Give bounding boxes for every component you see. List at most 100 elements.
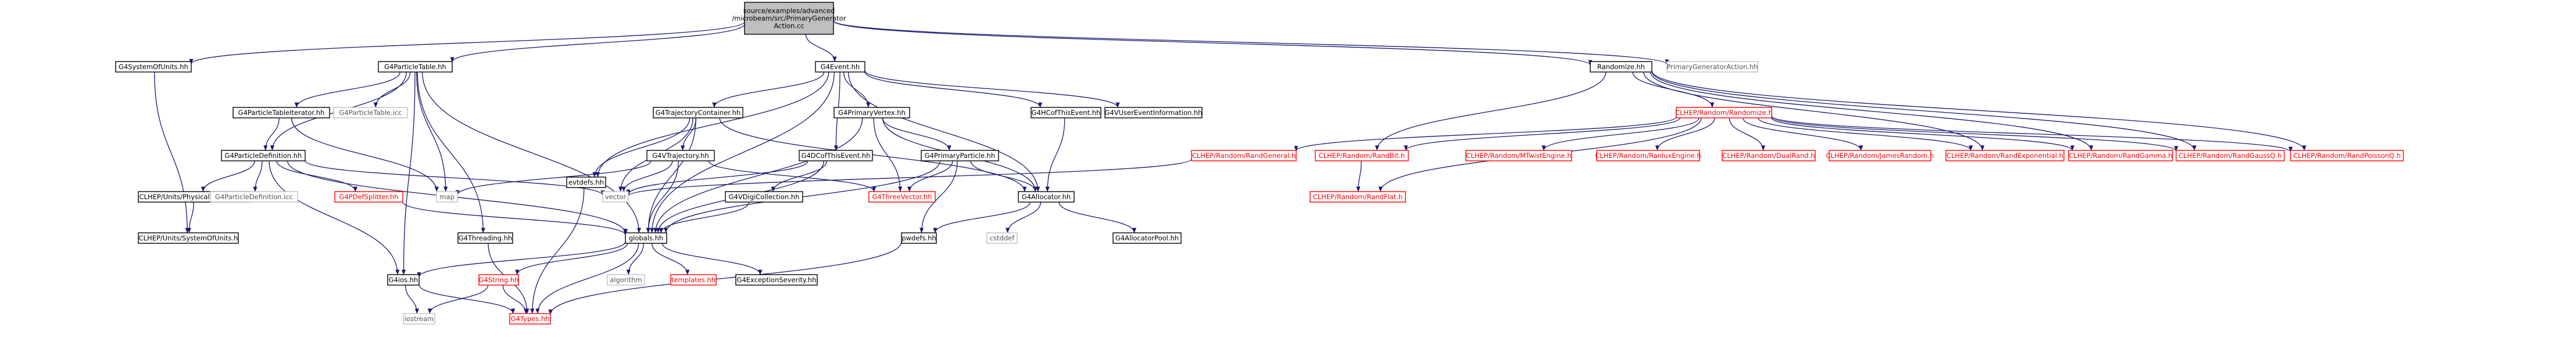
node-jamesrand[interactable]: CLHEP/Random/JamesRandom.h [1826, 150, 1934, 161]
edge-globals-to-g4types [535, 243, 639, 314]
node-cstddef-label: cstddef [990, 234, 1015, 242]
node-randpoisson-label: CLHEP/Random/RandPoissonQ.h [2293, 152, 2400, 160]
node-globals[interactable]: globals.hh [625, 232, 667, 244]
node-cstddef[interactable]: cstddef [986, 232, 1018, 244]
node-g4vuserinfo[interactable]: G4VUserEventInformation.hh [1104, 107, 1203, 118]
node-vector[interactable]: vector [602, 191, 629, 203]
node-g4event[interactable]: G4Event.hh [815, 61, 865, 73]
node-g4types[interactable]: G4Types.hh [509, 313, 551, 325]
node-iostream[interactable]: iostream [403, 313, 435, 325]
node-g4trajcont[interactable]: G4TrajectoryContainer.hh [653, 107, 743, 118]
node-dualrand[interactable]: CLHEP/Random/DualRand.h [1722, 150, 1816, 161]
node-mtwist-box [1465, 150, 1572, 161]
node-g4threevec[interactable]: G4ThreeVector.hh [868, 191, 936, 203]
node-randomize-box [1590, 61, 1652, 73]
node-g4hcofthis[interactable]: G4HCofThisEvent.hh [1031, 107, 1101, 118]
node-randbit[interactable]: CLHEP/Random/RandBit.h [1315, 150, 1409, 161]
node-g4vdigicoll-label: G4VDigiCollection.hh [729, 193, 800, 201]
edge-randomize-to-randpoisson [1651, 70, 2306, 151]
node-randpoisson[interactable]: CLHEP/Random/RandPoissonQ.h [2290, 150, 2404, 161]
edge-g4trajcont-to-g4vtraj [681, 117, 697, 151]
node-pgaction[interactable]: PrimaryGeneratorAction.hh [1666, 61, 1758, 73]
node-randpoisson-box [2290, 150, 2404, 161]
edge-randomize-to-randgamma [1650, 71, 2094, 151]
edge-pwdefs-to-g4types [548, 242, 902, 315]
node-g4ptableicc-label: G4ParticleTable.icc [339, 109, 402, 117]
node-randomize[interactable]: Randomize.hh [1590, 61, 1652, 73]
node-g4vtraj-label: G4VTrajectory.hh [652, 152, 709, 160]
node-g4vdigicoll[interactable]: G4VDigiCollection.hh [725, 191, 803, 203]
node-g4ptableiter-label: G4ParticleTableIterator.hh [238, 109, 325, 117]
node-g4trajcont-label: G4TrajectoryContainer.hh [656, 109, 740, 117]
node-g4pdefsplit[interactable]: G4PDefSplitter.hh [334, 191, 403, 203]
node-g4dcofthis[interactable]: G4DCofThisEvent.hh [799, 150, 873, 161]
edge-g4ptable-to-g4ptableiter [294, 71, 400, 108]
edge-g4ptable-to-g4threading [417, 71, 485, 233]
node-pwdefs[interactable]: pwdefs.hh [901, 232, 937, 244]
node-g4primparticle[interactable]: G4PrimaryParticle.hh [921, 150, 999, 161]
node-g4primvertex[interactable]: G4PrimaryVertex.hh [833, 107, 910, 118]
edge-g4trajcont-to-globals [646, 117, 696, 233]
node-g4pdeficc[interactable]: G4ParticleDefinition.icc [210, 191, 298, 203]
node-g4allocpool-label: G4AllocatorPool.hh [1115, 234, 1179, 242]
edge-clheprandomize-to-ranluxe [1655, 117, 1715, 151]
node-ranluxe-box [1596, 150, 1700, 161]
edge-clheprandomize-to-randexp [1758, 117, 1973, 151]
edge-physconst-to-clhepsysunits [187, 201, 194, 233]
node-mtwist[interactable]: CLHEP/Random/MTwistEngine.h [1465, 150, 1572, 161]
node-g4string[interactable]: G4String.hh [478, 274, 519, 286]
edge-g4event-to-evtdefs [595, 71, 829, 178]
node-map[interactable]: map [436, 191, 458, 203]
node-randgaussq[interactable]: CLHEP/Random/RandGaussQ.h [2176, 150, 2285, 161]
node-randgeneral[interactable]: CLHEP/Random/RandGeneral.h [1191, 150, 1297, 161]
node-g4sysunits[interactable]: G4SystemOfUnits.hh [115, 61, 192, 73]
edge-g4ptable-to-g4ptableicc [373, 71, 411, 108]
node-clheprandomize-box [1676, 107, 1772, 118]
node-randflat[interactable]: CLHEP/Random/RandFlat.h [1310, 191, 1406, 203]
node-randgamma-label: CLHEP/Random/RandGamma.h [2069, 152, 2172, 160]
node-randexp[interactable]: CLHEP/Random/RandExponential.h [1945, 150, 2065, 161]
node-g4pdefsplit-box [334, 191, 403, 203]
node-clheprandomize[interactable]: CLHEP/Random/Randomize.h [1675, 107, 1773, 118]
node-pwdefs-label: pwdefs.hh [901, 234, 936, 242]
edge-g4event-to-globals [650, 71, 835, 233]
node-g4primvertex-label: G4PrimaryVertex.hh [838, 109, 906, 117]
node-evtdefs[interactable]: evtdefs.hh [566, 177, 606, 188]
node-g4ptableicc-box [333, 107, 408, 118]
edge-root-to-randomize [833, 20, 1593, 66]
edge-globals-to-g4string [515, 243, 628, 275]
edge-g4pdef-to-g4ios [269, 160, 400, 275]
node-g4threading[interactable]: G4Threading.hh [457, 232, 513, 244]
node-clheprandomize-label: CLHEP/Random/Randomize.h [1675, 109, 1773, 117]
edge-g4ios-to-g4types [418, 285, 516, 314]
edge-globals-to-g4exception [661, 243, 763, 275]
node-root[interactable]: source/examples/advanced/microbeam/src/P… [732, 2, 846, 35]
node-randgamma[interactable]: CLHEP/Random/RandGamma.h [2068, 150, 2173, 161]
node-ranluxe[interactable]: CLHEP/Random/RanluxEngine.h [1595, 150, 1701, 161]
node-g4ios[interactable]: G4ios.hh [387, 274, 420, 286]
edge-randgeneral-to-vector [626, 159, 1192, 197]
node-g4ptableicc[interactable]: G4ParticleTable.icc [333, 107, 408, 118]
node-g4exception-label: G4ExceptionSeverity.hh [737, 276, 817, 284]
edge-globals-to-templates [652, 243, 690, 275]
node-randflat-label: CLHEP/Random/RandFlat.h [1313, 193, 1403, 201]
node-g4threevec-label: G4ThreeVector.hh [872, 193, 932, 201]
node-g4allocpool[interactable]: G4AllocatorPool.hh [1112, 232, 1182, 244]
node-g4ptable[interactable]: G4ParticleTable.hh [378, 61, 453, 73]
node-randexp-label: CLHEP/Random/RandExponential.h [1947, 152, 2063, 160]
edge-clheprandomize-to-dualrand [1729, 117, 1766, 151]
node-g4vtraj[interactable]: G4VTrajectory.hh [646, 150, 715, 161]
node-templates[interactable]: templates.hh [670, 274, 717, 286]
node-g4allocator-label: G4Allocator.hh [1022, 193, 1071, 201]
node-g4pdeficc-label: G4ParticleDefinition.icc [215, 193, 293, 201]
node-g4ptableiter[interactable]: G4ParticleTableIterator.hh [232, 107, 330, 118]
node-jamesrand-label: CLHEP/Random/JamesRandom.h [1826, 152, 1934, 160]
edge-g4ptableiter-to-g4pdef [263, 117, 280, 151]
node-g4allocator[interactable]: G4Allocator.hh [1018, 191, 1075, 203]
node-g4pdef[interactable]: G4ParticleDefinition.hh [221, 150, 306, 161]
node-g4exception[interactable]: G4ExceptionSeverity.hh [735, 274, 818, 286]
node-algorithm[interactable]: algorithm [607, 274, 645, 286]
node-clhepsysunits[interactable]: CLHEP/Units/SystemOfUnits.h [138, 232, 239, 244]
edge-clheprandomize-to-mtwist [1541, 117, 1700, 151]
edge-evtdefs-to-g4types [530, 187, 585, 314]
